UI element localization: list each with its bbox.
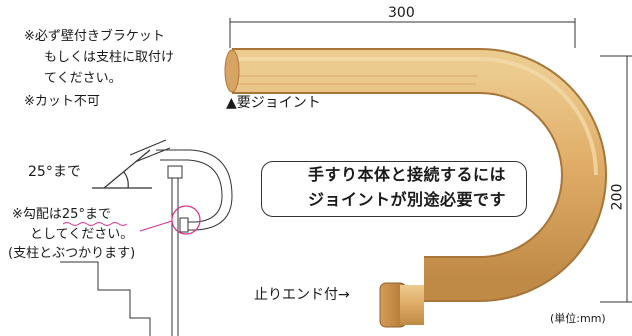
- handrail-u-shape: [224, 48, 608, 302]
- joint-required-label: ▲要ジョイント: [226, 95, 321, 111]
- callout-line-2: ジョイントが別途必要です: [308, 190, 507, 209]
- note-line-2: もしくは支柱に取付け: [44, 50, 175, 65]
- slope-note-line-2: としてください。: [30, 227, 134, 242]
- dimension-height-label: 200: [609, 183, 626, 211]
- dimension-width: [229, 18, 576, 48]
- end-cap-label: 止りエンド付→: [254, 287, 350, 303]
- dimension-width-label: 300: [388, 5, 415, 21]
- slope-note-line-1: ※勾配は25°まで: [12, 208, 111, 221]
- slope-note-emphasis: 25°まで: [61, 207, 111, 222]
- note-line-3: てください。: [44, 71, 122, 86]
- slope-note-line-3: (支柱とぶつかります): [8, 246, 136, 261]
- end-cap: [379, 282, 424, 328]
- dimension-height: [600, 55, 632, 303]
- note-line-4: ※カット不可: [24, 94, 100, 109]
- emphasis-wave: [62, 222, 128, 226]
- angle-label: 25°まで: [28, 164, 81, 180]
- callout-line-1: 手すり本体と接続するには: [308, 165, 507, 184]
- unit-label: (単位:mm): [550, 312, 606, 325]
- post-diagram: [60, 139, 233, 336]
- angle-diagram: [92, 149, 152, 189]
- slope-note-prefix: ※勾配は: [12, 207, 62, 222]
- joint-callout-box: [261, 161, 527, 217]
- note-line-1: ※必ず壁付きブラケット: [24, 29, 165, 44]
